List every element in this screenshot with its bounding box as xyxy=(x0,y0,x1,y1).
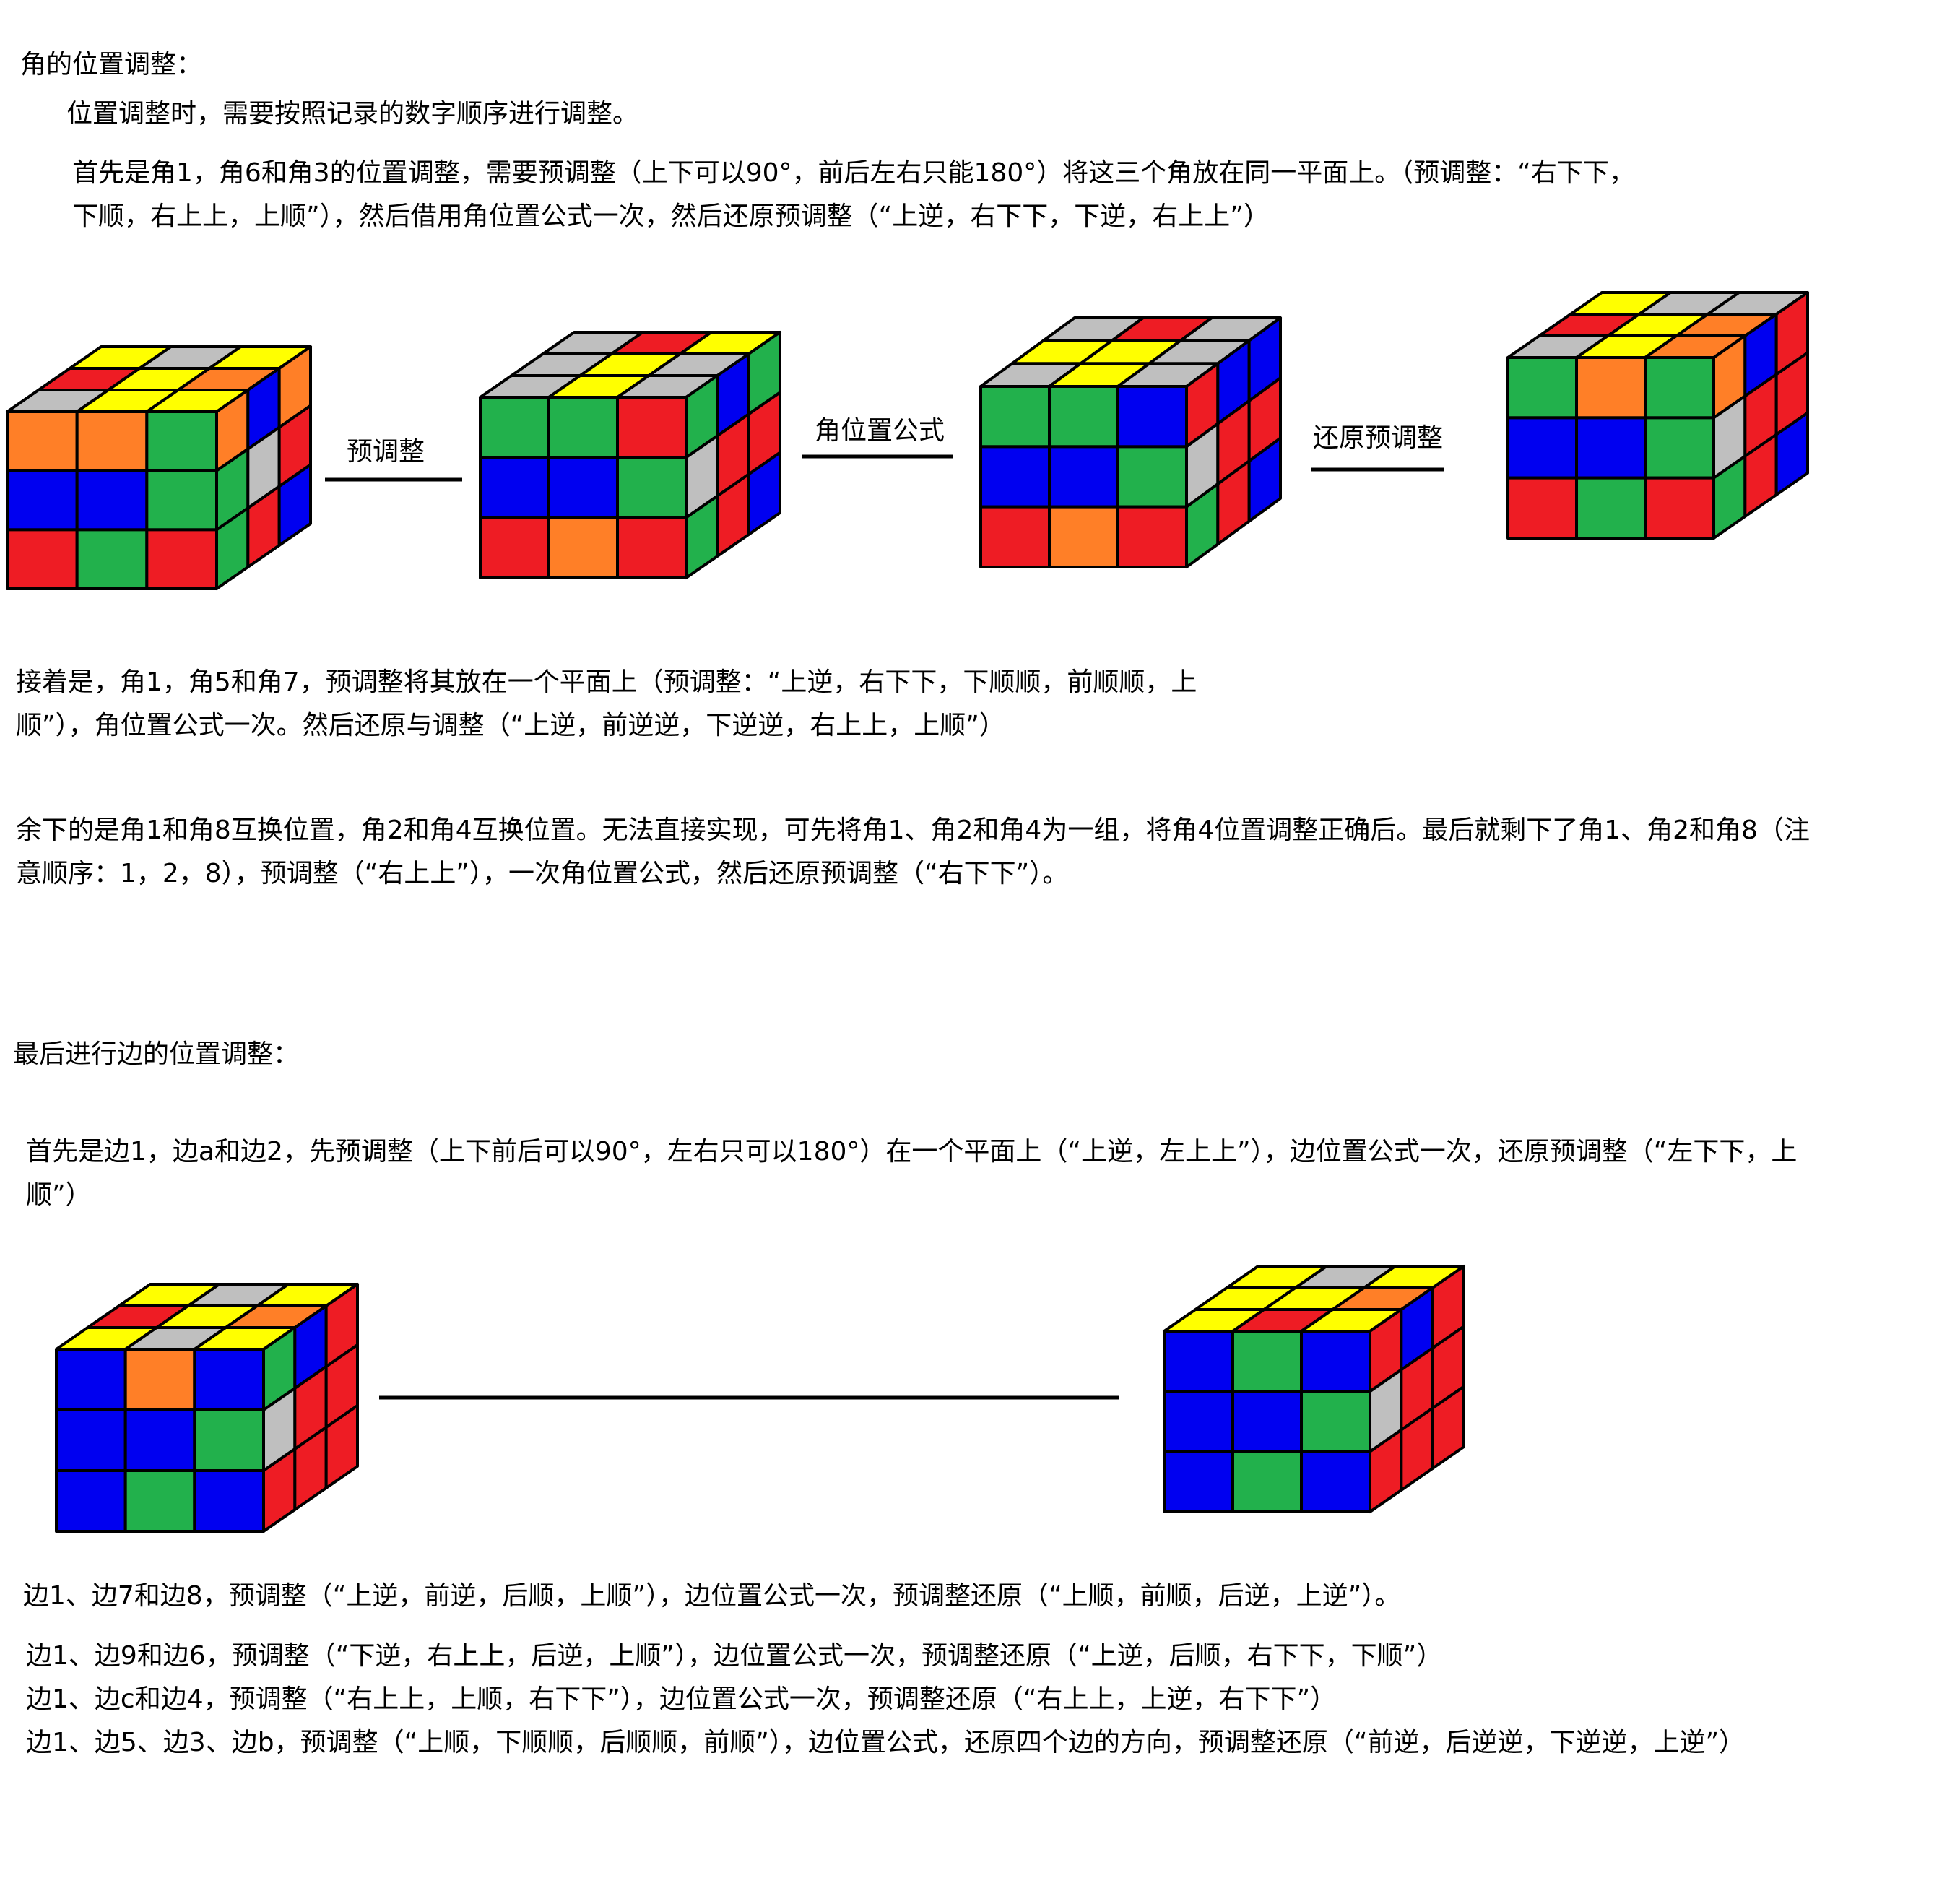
cube-sticker-front xyxy=(75,469,149,532)
cube-sticker-front xyxy=(547,456,619,519)
paragraph-edge-step2: 边1、边7和边8，预调整（“上逆，前逆，后顺，上顺”），边位置公式一次，预调整还… xyxy=(23,1581,1401,1611)
cube-sticker-front xyxy=(193,1469,265,1533)
cube-sticker-right xyxy=(324,1404,359,1489)
cube-sticker-front xyxy=(547,516,619,579)
paragraph-intro: 位置调整时，需要按照记录的数字顺序进行调整。 xyxy=(66,99,639,129)
cube-4-restored xyxy=(1506,291,1809,540)
arrow-label-corner-formula: 角位置公式 xyxy=(815,416,945,446)
paragraph-edge-step3: 边1、边9和边6，预调整（“下逆，右上上，后逆，上顺”），边位置公式一次，预调整… xyxy=(26,1641,1443,1671)
cube-sticker-front xyxy=(123,1469,196,1533)
cube-sticker-front xyxy=(1231,1330,1303,1393)
paragraph-step1-line2: 下顺，右上上，上顺”），然后借用角位置公式一次，然后还原预调整（“上逆，右下下，… xyxy=(72,202,1270,231)
cube-sticker-front xyxy=(1231,1390,1303,1453)
cube-sticker-front xyxy=(1231,1450,1303,1513)
cube-sticker-front xyxy=(1163,1450,1234,1513)
paragraph-edge-step4: 边1、边c和边4，预调整（“右上上，上顺，右下下”），边位置公式一次，预调整还原… xyxy=(26,1684,1337,1714)
cube-sticker-front xyxy=(1163,1390,1234,1453)
cube-sticker-front xyxy=(75,528,149,590)
cube-sticker-right xyxy=(747,451,781,536)
cube-sticker-front xyxy=(145,469,218,532)
cube-sticker-right xyxy=(1247,436,1282,523)
cube-sticker-front xyxy=(55,1408,127,1472)
paragraph-edge-step5: 边1、边5、边3、边b，预调整（“上顺，下顺顺，后顺顺，前顺”），边位置公式，还… xyxy=(26,1728,1746,1757)
paragraph-step2-line2: 顺”），角位置公式一次。然后还原与调整（“上逆，前逆逆，下逆逆，右上上，上顺”） xyxy=(16,711,1005,740)
paragraph-step1-line1: 首先是角1，角6和角3的位置调整，需要预调整（上下可以90°，前后左右只能180… xyxy=(72,158,1635,188)
cube-sticker-front xyxy=(123,1348,196,1411)
cube-sticker-front xyxy=(1300,1450,1371,1513)
cube-sticker-front xyxy=(1644,356,1715,420)
cube-sticker-front xyxy=(479,516,550,579)
cube-sticker-front xyxy=(1048,445,1119,509)
cube-sticker-front xyxy=(979,505,1051,568)
cube-sticker-front xyxy=(1506,356,1578,420)
paragraph-step3-line2: 意顺序：1，2，8），预调整（“右上上”），一次角位置公式，然后还原预调整（“右… xyxy=(16,859,1069,888)
cube-sticker-front xyxy=(145,410,218,472)
cube-sticker-front xyxy=(1575,356,1647,420)
cube-sticker-front xyxy=(616,396,688,459)
cube-sticker-front xyxy=(979,445,1051,509)
cube-sticker-front xyxy=(1048,505,1119,568)
cubes-layer xyxy=(6,291,1809,1533)
arrow-label-restore: 还原预调整 xyxy=(1313,423,1443,453)
cube-sticker-front xyxy=(193,1408,265,1472)
cube-1-initial xyxy=(6,345,312,590)
cube-2-after-pre-adjust xyxy=(479,331,781,579)
cube-sticker-front xyxy=(75,410,149,472)
cube-5-edge-initial xyxy=(55,1283,359,1533)
cube-sticker-front xyxy=(616,456,688,519)
cube-sticker-front xyxy=(55,1469,127,1533)
cube-sticker-front xyxy=(55,1348,127,1411)
cube-sticker-front xyxy=(479,456,550,519)
cube-sticker-front xyxy=(1116,385,1188,449)
cube-6-edge-result xyxy=(1163,1265,1465,1513)
cube-sticker-front xyxy=(1575,476,1647,540)
cube-sticker-front xyxy=(616,516,688,579)
cube-sticker-front xyxy=(1506,416,1578,480)
cube-sticker-front xyxy=(1048,385,1119,449)
cube-sticker-front xyxy=(1163,1330,1234,1393)
heading-corner-position: 角的位置调整： xyxy=(20,50,203,79)
arrow-label-pre-adjust: 预调整 xyxy=(347,437,425,467)
paragraph-step2-line1: 接着是，角1，角5和角7，预调整将其放在一个平面上（预调整：“上逆，右下下，下顺… xyxy=(16,667,1197,697)
cube-sticker-front xyxy=(1116,445,1188,509)
cube-sticker-front xyxy=(6,469,79,532)
cube-sticker-front xyxy=(193,1348,265,1411)
cube-sticker-front xyxy=(479,396,550,459)
paragraph-edge-step1-line1: 首先是边1，边a和边2，先预调整（上下前后可以90°，左右只可以180°）在一个… xyxy=(26,1137,1798,1167)
cube-sticker-front xyxy=(123,1408,196,1472)
cube-sticker-front xyxy=(547,396,619,459)
cube-sticker-front xyxy=(1644,476,1715,540)
cube-sticker-front xyxy=(1506,476,1578,540)
paragraph-edge-step1-line2: 顺”） xyxy=(26,1180,92,1210)
cube-sticker-right xyxy=(1431,1385,1465,1470)
heading-edge-position: 最后进行边的位置调整： xyxy=(13,1039,300,1069)
cube-sticker-right xyxy=(1774,411,1809,496)
cube-sticker-front xyxy=(1575,416,1647,480)
cube-sticker-front xyxy=(6,410,79,472)
cube-sticker-front xyxy=(1644,416,1715,480)
cube-sticker-front xyxy=(1300,1330,1371,1393)
cube-sticker-front xyxy=(1116,505,1188,568)
cube-sticker-front xyxy=(1300,1390,1371,1453)
cube-sticker-front xyxy=(979,385,1051,449)
cube-sticker-right xyxy=(277,463,312,547)
cube-3-after-corner-formula xyxy=(979,316,1282,568)
cube-sticker-front xyxy=(6,528,79,590)
paragraph-step3-line1: 余下的是角1和角8互换位置，角2和角4互换位置。无法直接实现，可先将角1、角2和… xyxy=(16,815,1810,845)
cube-sticker-front xyxy=(145,528,218,590)
